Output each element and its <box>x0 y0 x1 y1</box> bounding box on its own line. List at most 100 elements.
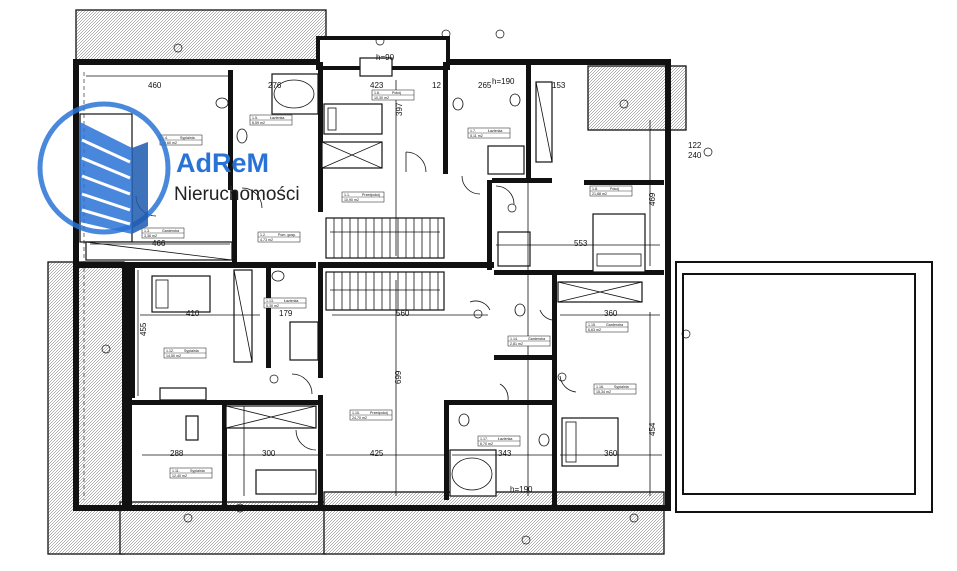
room-area: 5,30 m2 <box>266 304 279 308</box>
room-area: 10,30 m2 <box>374 96 389 100</box>
dim-label: 560 <box>396 309 410 318</box>
room-name: Pom. gosp. <box>278 233 296 237</box>
adrem-logo: AdReM Nieruchomości <box>37 101 300 235</box>
room-label: 1.2. Pom. gosp. 4,73 m2 <box>257 231 301 243</box>
logo-subtitle: Nieruchomości <box>174 184 300 205</box>
room-number: 1.13. <box>266 299 274 303</box>
dim-label: 179 <box>279 309 293 318</box>
logo-name: AdReM <box>176 148 269 178</box>
room-name: Łazienka <box>284 299 298 303</box>
terrace-top-left <box>75 9 327 63</box>
annex-outline <box>675 261 933 513</box>
room-label: 1.14. Garderoba 2,81 m2 <box>507 335 551 347</box>
room-area: 6,70 m2 <box>480 442 493 446</box>
room-area: 5,11 m2 <box>470 134 483 138</box>
room-name: Pokój <box>610 187 619 191</box>
dim-label: 410 <box>186 309 200 318</box>
room-number: 1.8. <box>592 187 598 191</box>
dim-label: 276 <box>268 81 282 90</box>
desks <box>159 57 393 441</box>
interior-walls <box>76 62 664 505</box>
dim-label: 300 <box>262 449 276 458</box>
dim-label: 12 <box>432 81 441 90</box>
room-area: 10,90 m2 <box>344 198 359 202</box>
dim-label: 466 <box>152 239 166 248</box>
dim-label: 343 <box>498 449 512 458</box>
room-number: 1.15. <box>588 323 596 327</box>
dim-label: 153 <box>552 81 566 90</box>
room-area: 4,73 m2 <box>260 238 273 242</box>
axis-lines <box>83 72 662 500</box>
dim-label: 423 <box>370 81 384 90</box>
room-name: Przedpokój <box>370 411 388 415</box>
shower-cabins <box>289 145 531 361</box>
room-name: Sypialnia <box>184 349 199 353</box>
room-area: 19,60 m2 <box>162 141 177 145</box>
dim-label: 360 <box>604 449 618 458</box>
dim-label: 469 <box>648 192 657 206</box>
room-area: 6,63 m2 <box>588 328 601 332</box>
toilets-sinks <box>215 93 550 447</box>
room-number: 1.1. <box>344 193 350 197</box>
dim-label: 455 <box>139 322 148 336</box>
dim-label: 360 <box>604 309 618 318</box>
room-area: 21,88 m2 <box>592 192 607 196</box>
room-area: 24,70 m2 <box>352 416 367 420</box>
room-number: 1.7. <box>470 129 476 133</box>
room-area: 2,81 m2 <box>510 342 523 346</box>
bathtub-bottom <box>449 449 497 497</box>
dim-label: 553 <box>574 239 588 248</box>
room-number: 1.10. <box>352 411 360 415</box>
room-number: 1.14. <box>510 337 518 341</box>
dim-label: h=190 <box>510 485 533 494</box>
room-name: Sypialnia <box>190 469 205 473</box>
dim-label: h=90 <box>376 53 395 62</box>
building-icon <box>80 122 148 234</box>
dim-label: 265 <box>478 81 492 90</box>
room-name: Garderoba <box>528 337 545 341</box>
room-name: Garderoba <box>606 323 623 327</box>
room-number: 1.4. <box>162 136 168 140</box>
room-area: 14,50 m2 <box>166 354 181 358</box>
room-name: Sypialnia <box>180 136 195 140</box>
axis-markers <box>101 29 713 545</box>
room-area: 15,34 m2 <box>596 390 611 394</box>
dim-label: 240 <box>688 151 702 160</box>
beds <box>151 103 646 495</box>
room-name: Sypialnia <box>614 385 629 389</box>
room-name: Łazienka <box>488 129 502 133</box>
room-area: 12,40 m2 <box>172 474 187 478</box>
dimension-labels: 460 276 423 12 265 153 466 410 179 560 5… <box>139 53 702 494</box>
dim-label: 288 <box>170 449 184 458</box>
room-area: 3,36 m2 <box>144 234 157 238</box>
room-label: 1.15. Garderoba 6,63 m2 <box>585 321 629 333</box>
bathtub-top <box>271 73 319 115</box>
room-name: Pokój <box>392 91 401 95</box>
room-area: 6,59 m2 <box>252 121 265 125</box>
dim-label: 454 <box>648 422 657 436</box>
dim-label: 122 <box>688 141 702 150</box>
room-number: 1.6. <box>374 91 380 95</box>
room-number: 1.11. <box>172 469 180 473</box>
room-number: 1.12. <box>166 349 174 353</box>
dim-label: 397 <box>395 102 404 116</box>
room-number: 1.2. <box>260 233 266 237</box>
room-label: 1.7. Łazienka 5,11 m2 <box>467 127 511 139</box>
room-name: Garderoba <box>162 229 179 233</box>
dim-label: 699 <box>394 370 403 384</box>
room-label: 1.13. Łazienka 5,30 m2 <box>263 297 307 309</box>
room-number: 1.5. <box>252 116 258 120</box>
